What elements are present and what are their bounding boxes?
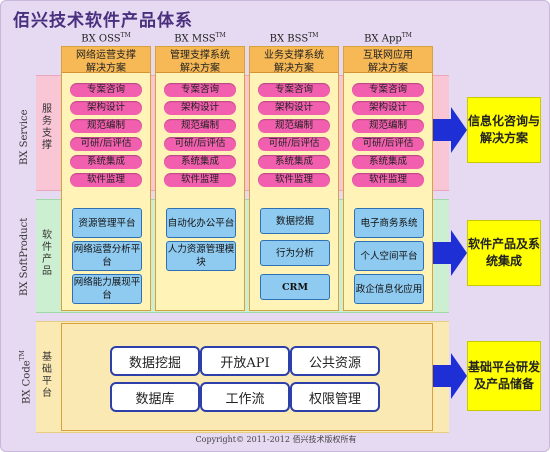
service-pill: 软件监理 [164, 173, 236, 187]
column-app-header: 互联网应用解决方案 [344, 47, 432, 74]
code-label-cn: 基础平台 [42, 352, 52, 399]
platform-item: 公共资源 [290, 346, 380, 376]
service-label-cn: 服务支撑 [42, 104, 52, 151]
service-result-box: 信息化咨询与解决方案 [467, 97, 541, 163]
product-box: CRM [260, 274, 330, 300]
product-box: 网络能力展现平台 [72, 274, 142, 304]
product-box: 数据挖掘 [260, 208, 330, 234]
product-box: 政企信息化应用 [354, 274, 424, 304]
service-pill: 专案咨询 [70, 83, 142, 97]
column-bss: 业务支撑系统解决方案 专案咨询 架构设计 规范编制 可研/后评估 系统集成 软件… [249, 46, 339, 311]
product-box: 网络运营分析平台 [72, 241, 142, 271]
page-title: 佰兴技术软件产品体系 [13, 11, 193, 31]
service-pill: 可研/后评估 [258, 137, 330, 151]
product-box: 个人空间平台 [354, 241, 424, 271]
platform-item: 权限管理 [290, 382, 380, 412]
service-pill: 软件监理 [70, 173, 142, 187]
column-app: 互联网应用解决方案 专案咨询 架构设计 规范编制 可研/后评估 系统集成 软件监… [343, 46, 433, 311]
service-pill: 规范编制 [164, 119, 236, 133]
service-pill: 系统集成 [70, 155, 142, 169]
service-pill: 专案咨询 [352, 83, 424, 97]
column-mss-header: 管理支撑系统解决方案 [156, 47, 244, 74]
service-label-en: BX Service [19, 109, 30, 165]
service-pill: 可研/后评估 [70, 137, 142, 151]
column-name-app: BX AppTM [364, 32, 412, 45]
service-pill: 系统集成 [164, 155, 236, 169]
service-pill: 系统集成 [258, 155, 330, 169]
product-box: 行为分析 [260, 240, 330, 266]
code-result-box: 基础平台研发及产品储备 [467, 341, 541, 411]
column-oss-header: 网络运营支撑解决方案 [62, 47, 150, 74]
platform-item: 数据库 [110, 382, 200, 412]
column-mss: 管理支撑系统解决方案 专案咨询 架构设计 规范编制 可研/后评估 系统集成 软件… [155, 46, 245, 311]
column-name-bss: BX BSSTM [269, 32, 319, 45]
code-label-en: BX CodeTM [19, 350, 33, 404]
code-band [36, 321, 449, 433]
service-pill: 规范编制 [258, 119, 330, 133]
product-label-cn: 软件产品 [42, 230, 52, 277]
service-pill: 规范编制 [70, 119, 142, 133]
arrow-right-icon [433, 230, 467, 276]
service-pill: 软件监理 [258, 173, 330, 187]
service-pill: 专案咨询 [258, 83, 330, 97]
service-pill: 可研/后评估 [352, 137, 424, 151]
service-pill: 专案咨询 [164, 83, 236, 97]
platform-item: 开放API [200, 346, 290, 376]
arrow-right-icon [433, 107, 467, 153]
code-platform-area: 数据挖掘 开放API 公共资源 数据库 工作流 权限管理 [61, 323, 433, 431]
service-pill: 可研/后评估 [164, 137, 236, 151]
platform-item: 工作流 [200, 382, 290, 412]
product-result-box: 软件产品及系统集成 [467, 220, 541, 286]
product-box: 资源管理平台 [72, 208, 142, 238]
service-pill: 架构设计 [352, 101, 424, 115]
service-pill: 架构设计 [164, 101, 236, 115]
service-pill: 软件监理 [352, 173, 424, 187]
product-box: 电子商务系统 [354, 208, 424, 238]
platform-item: 数据挖掘 [110, 346, 200, 376]
arrow-right-icon [433, 353, 467, 399]
service-pill: 架构设计 [258, 101, 330, 115]
column-bss-header: 业务支撑系统解决方案 [250, 47, 338, 74]
copyright-text: Copyright© 2011-2012 佰兴技术版权所有 [195, 435, 357, 444]
column-name-oss: BX OSSTM [81, 32, 131, 45]
service-pill: 系统集成 [352, 155, 424, 169]
column-name-mss: BX MSSTM [174, 32, 226, 45]
product-box: 自动化办公平台 [166, 208, 236, 238]
product-box: 人力资源管理模块 [166, 241, 236, 271]
service-pill: 规范编制 [352, 119, 424, 133]
service-pill: 架构设计 [70, 101, 142, 115]
column-oss: 网络运营支撑解决方案 专案咨询 架构设计 规范编制 可研/后评估 系统集成 软件… [61, 46, 151, 311]
product-label-en: BX SoftProduct [19, 217, 30, 296]
